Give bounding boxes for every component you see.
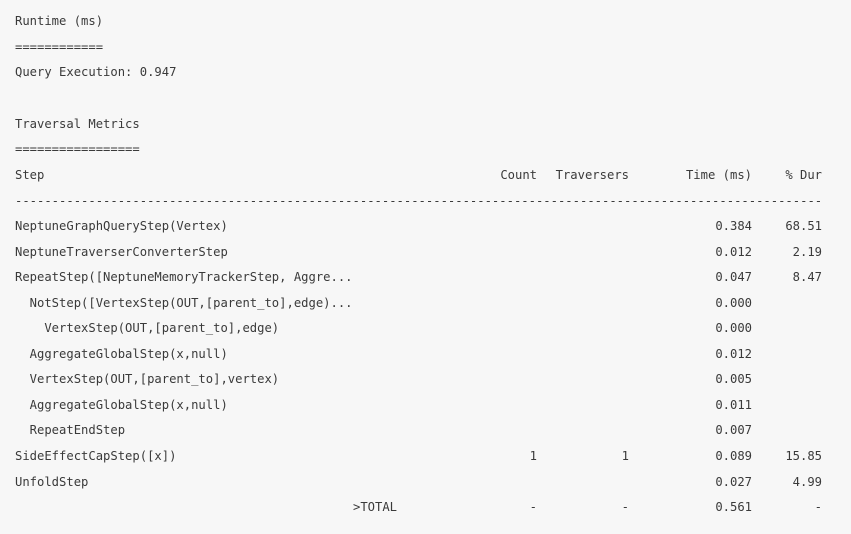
- row-step: NeptuneTraverserConverterStep: [15, 245, 228, 259]
- table-separator: ----------------------------------------…: [15, 194, 823, 208]
- row-step: VertexStep(OUT,[parent_to],vertex): [15, 372, 280, 386]
- row-traversers: 1: [621, 449, 629, 463]
- row-dur: 68.51: [785, 219, 822, 233]
- total-time: 0.561: [715, 500, 752, 514]
- total-label: >TOTAL: [353, 500, 398, 514]
- total-traversers: -: [621, 500, 629, 514]
- row-time: 0.012: [715, 347, 752, 361]
- row-step: SideEffectCapStep([x]): [15, 449, 177, 463]
- row-step: NeptuneGraphQueryStep(Vertex): [15, 219, 228, 233]
- time-column-header: Time (ms): [685, 168, 752, 182]
- row-time: 0.000: [715, 321, 752, 335]
- row-time: 0.000: [715, 296, 752, 310]
- row-step: NotStep([VertexStep(OUT,[parent_to],edge…: [15, 296, 353, 310]
- row-count: 1: [529, 449, 537, 463]
- total-count: -: [529, 500, 537, 514]
- count-column-header: Count: [500, 168, 537, 182]
- traversal-metrics-title: Traversal Metrics: [15, 117, 140, 131]
- row-step: RepeatEndStep: [15, 423, 126, 437]
- traversers-column-header: Traversers: [555, 168, 629, 182]
- row-step: AggregateGlobalStep(x,null): [15, 398, 228, 412]
- row-dur: 8.47: [792, 270, 822, 284]
- row-dur: 4.99: [792, 475, 822, 489]
- runtime-underline: ============: [15, 40, 104, 54]
- row-step: UnfoldStep: [15, 475, 89, 489]
- row-dur: 2.19: [792, 245, 822, 259]
- row-step: VertexStep(OUT,[parent_to],edge): [15, 321, 280, 335]
- traversal-metrics-underline: =================: [15, 142, 140, 156]
- row-dur: 15.85: [785, 449, 822, 463]
- row-time: 0.047: [715, 270, 752, 284]
- query-execution-text: Query Execution: 0.947: [15, 65, 177, 79]
- dur-column-header: % Dur: [785, 168, 822, 182]
- row-time: 0.005: [715, 372, 752, 386]
- row-time: 0.384: [715, 219, 752, 233]
- row-time: 0.012: [715, 245, 752, 259]
- step-column-header: Step: [15, 168, 45, 182]
- row-time: 0.011: [715, 398, 752, 412]
- row-time: 0.007: [715, 423, 752, 437]
- total-dur: -: [814, 500, 822, 514]
- runtime-title: Runtime (ms): [15, 14, 104, 28]
- row-time: 0.089: [715, 449, 752, 463]
- row-time: 0.027: [715, 475, 752, 489]
- row-step: RepeatStep([NeptuneMemoryTrackerStep, Ag…: [15, 270, 353, 284]
- row-step: AggregateGlobalStep(x,null): [15, 347, 228, 361]
